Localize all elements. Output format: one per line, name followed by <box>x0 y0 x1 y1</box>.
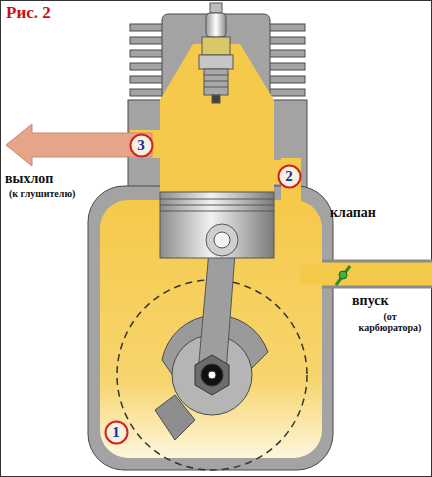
callout-number: 2 <box>277 164 302 184</box>
callout-circle: 2 <box>277 164 302 189</box>
callout-circle: 3 <box>129 133 154 158</box>
crank-hub <box>195 355 229 395</box>
piston-part <box>214 232 230 248</box>
crank-hub-part <box>201 364 223 386</box>
intake-note: (от карбюратора) <box>352 311 428 333</box>
piston-part <box>160 211 274 212</box>
connecting-rod-part <box>198 240 236 372</box>
gas-volume-part <box>300 264 330 284</box>
reed-valve-part <box>339 271 347 279</box>
exhaust-label: выхлоп <box>5 171 53 186</box>
callout-number: 1 <box>104 420 129 440</box>
valve-label: клапан <box>330 205 376 220</box>
spark-plug-part <box>204 81 228 82</box>
connecting-rod <box>198 240 236 372</box>
piston <box>160 192 274 258</box>
gas-volume <box>100 44 330 458</box>
piston-part <box>206 224 238 256</box>
spark-plug-part <box>210 3 222 13</box>
spark-plug <box>199 3 233 103</box>
spark-plug-part <box>204 69 228 95</box>
crankcase <box>88 186 333 470</box>
figure-title: Рис. 2 <box>6 4 51 23</box>
crank-hub-part <box>195 355 229 395</box>
piston-part <box>160 205 274 206</box>
spark-plug-part <box>206 13 226 37</box>
crank-part <box>155 395 195 440</box>
crank-hub-part <box>208 371 216 379</box>
gas-volume-part <box>160 44 274 205</box>
reed-valve-part <box>336 266 350 285</box>
exhaust-arrow <box>6 124 152 166</box>
intake-pipe-part <box>320 261 432 287</box>
reed-valve <box>336 266 350 285</box>
callout-number: 3 <box>129 133 154 153</box>
spark-plug-part <box>204 87 228 88</box>
spark-plug-part <box>202 37 230 55</box>
intake-pipe <box>320 261 432 287</box>
intake-label: впуск <box>352 293 388 308</box>
spark-plug-part <box>199 55 233 69</box>
intake-pipe-part <box>322 286 432 289</box>
spark-plug-part <box>204 75 228 76</box>
piston-part <box>160 192 274 258</box>
crankcase-part <box>88 186 333 470</box>
exhaust-arrow-part <box>6 124 152 166</box>
intake-pipe-part <box>322 260 432 263</box>
callout-circle: 1 <box>104 420 129 445</box>
gas-volume-part <box>100 200 322 458</box>
piston-part <box>160 199 274 200</box>
exhaust-note: (к глушителю) <box>9 188 75 199</box>
spark-plug-part <box>212 95 220 103</box>
